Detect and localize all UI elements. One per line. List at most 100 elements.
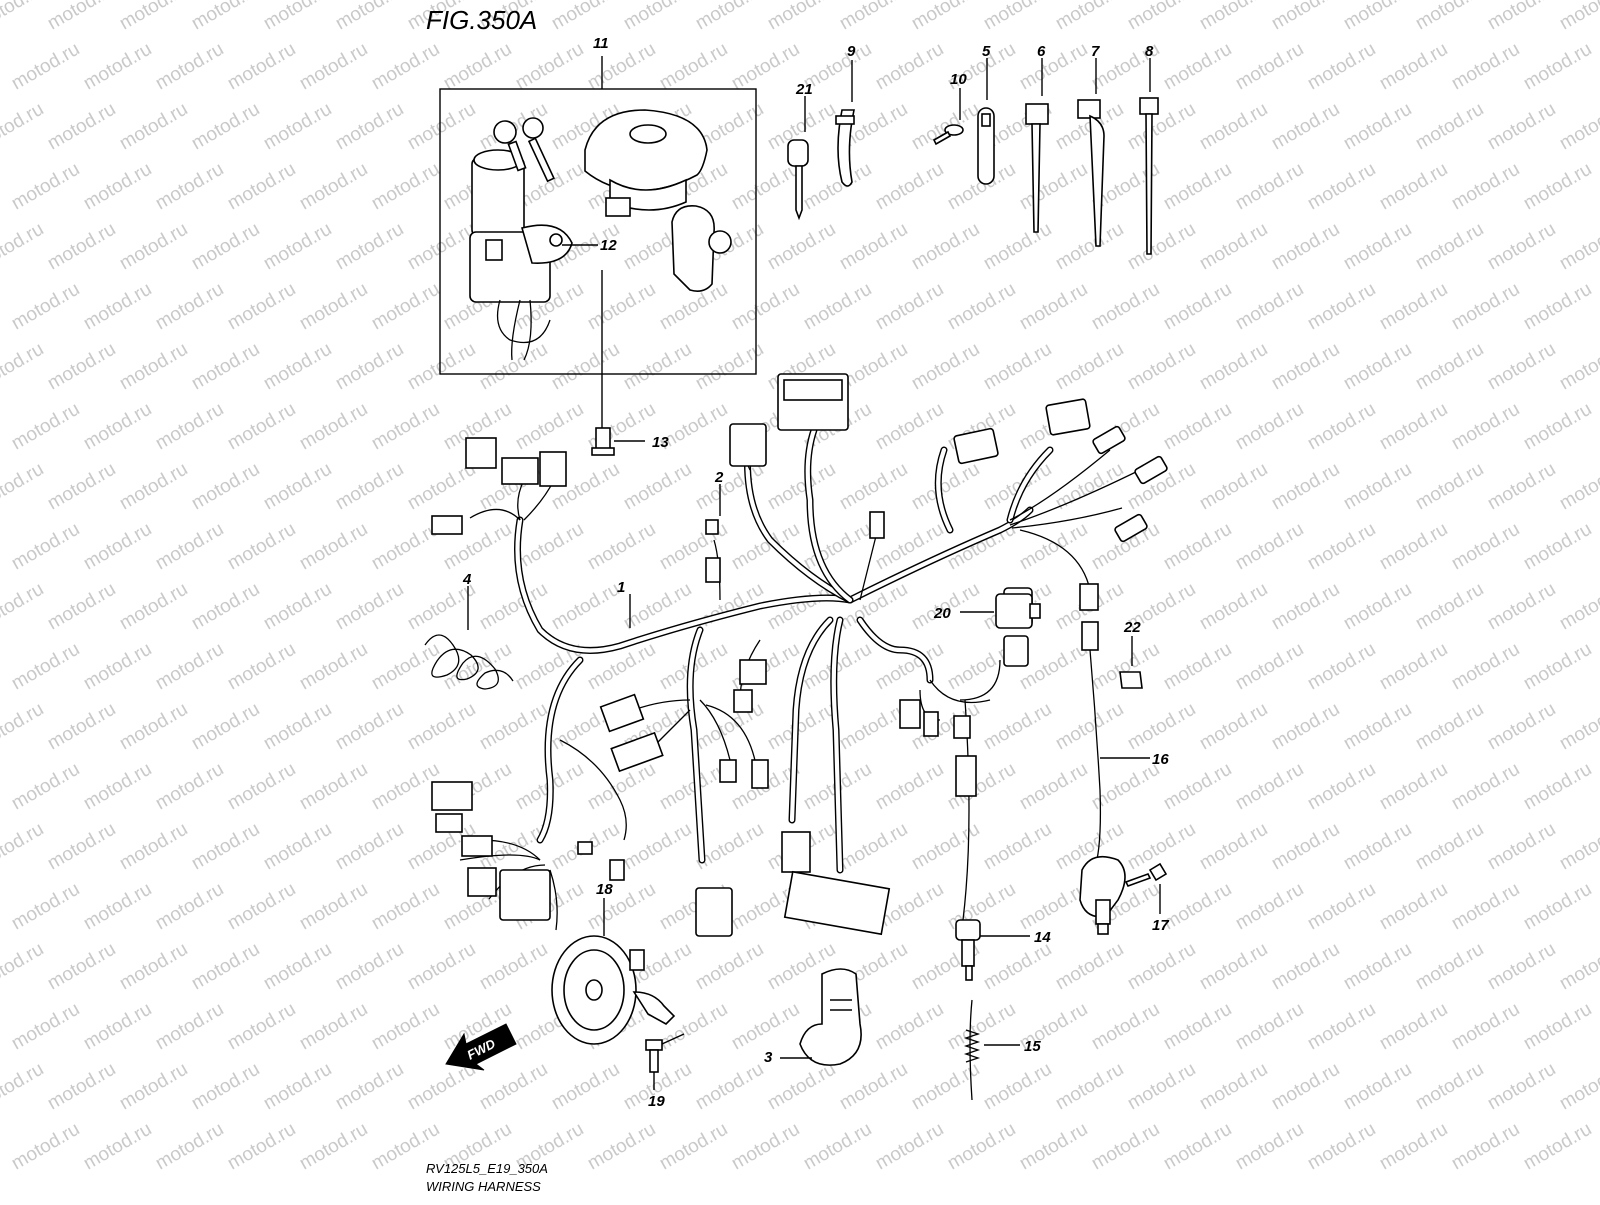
watermark-text: motod.ru: [1124, 99, 1199, 155]
callout-4: 4: [462, 571, 472, 588]
watermark-text: motod.ru: [620, 459, 695, 515]
watermark-text: motod.ru: [368, 159, 443, 215]
watermark-text: motod.ru: [1412, 219, 1487, 275]
watermark-text: motod.ru: [368, 399, 443, 455]
watermark-text: motod.ru: [152, 879, 227, 935]
watermark-text: motod.ru: [584, 279, 659, 335]
watermark-text: motod.ru: [296, 159, 371, 215]
watermark-text: motod.ru: [764, 1059, 839, 1115]
watermark-text: motod.ru: [152, 1119, 227, 1175]
watermark-text: motod.ru: [1520, 1119, 1595, 1175]
watermark-text: motod.ru: [1160, 639, 1235, 695]
watermark-text: motod.ru: [692, 0, 767, 34]
callout-6: 6: [1037, 43, 1046, 60]
watermark-text: motod.ru: [836, 819, 911, 875]
horn-18-drawing: [551, 935, 676, 1045]
watermark-text: motod.ru: [188, 699, 263, 755]
watermark-text: motod.ru: [548, 1059, 623, 1115]
watermark-text: motod.ru: [872, 999, 947, 1055]
watermark-text: motod.ru: [1376, 639, 1451, 695]
watermark-text: motod.ru: [1160, 1119, 1235, 1175]
watermark-text: motod.ru: [116, 339, 191, 395]
watermark-text: motod.ru: [1232, 279, 1307, 335]
watermark-text: motod.ru: [1052, 699, 1127, 755]
watermark-text: motod.ru: [1520, 39, 1595, 95]
watermark-text: motod.ru: [1124, 939, 1199, 995]
watermark-text: motod.ru: [80, 39, 155, 95]
watermark-text: motod.ru: [1340, 699, 1415, 755]
watermark-text: motod.ru: [1340, 0, 1415, 34]
watermark-text: motod.ru: [512, 399, 587, 455]
watermark-text: motod.ru: [1412, 1059, 1487, 1115]
watermark-text: motod.ru: [1484, 579, 1559, 635]
watermark-text: motod.ru: [728, 39, 803, 95]
key-21-drawing: [787, 139, 809, 221]
watermark-text: motod.ru: [296, 399, 371, 455]
watermark-text: motod.ru: [8, 1119, 83, 1175]
watermark-text: motod.ru: [1448, 159, 1523, 215]
watermark-text: motod.ru: [1088, 999, 1163, 1055]
watermark-text: motod.ru: [224, 519, 299, 575]
harness-drawing: [459, 426, 1151, 931]
watermark-text: motod.ru: [152, 159, 227, 215]
figure-title: FIG.350A: [426, 5, 537, 35]
watermark-text: motod.ru: [764, 0, 839, 34]
watermark-text: motod.ru: [116, 219, 191, 275]
watermark-text: motod.ru: [0, 699, 47, 755]
watermark-text: motod.ru: [1304, 279, 1379, 335]
watermark-text: motod.ru: [1448, 279, 1523, 335]
watermark-text: motod.ru: [872, 1119, 947, 1175]
connectors-drawing: [431, 373, 1168, 937]
watermark-text: motod.ru: [44, 459, 119, 515]
watermark-text: motod.ru: [404, 99, 479, 155]
watermark-text: motod.ru: [332, 819, 407, 875]
watermark-text: motod.ru: [908, 819, 983, 875]
watermark-text: motod.ru: [1160, 999, 1235, 1055]
watermark-text: motod.ru: [908, 459, 983, 515]
watermark-text: motod.ru: [404, 219, 479, 275]
relay-20-drawing: [995, 593, 1041, 629]
watermark-text: motod.ru: [980, 219, 1055, 275]
watermark-text: motod.ru: [1484, 939, 1559, 995]
clamp-6-drawing: [1025, 103, 1049, 233]
watermark-text: motod.ru: [1376, 999, 1451, 1055]
watermark-text: motod.ru: [1124, 339, 1199, 395]
watermark-text: motod.ru: [1196, 219, 1271, 275]
watermark-text: motod.ru: [152, 999, 227, 1055]
watermark-text: motod.ru: [116, 939, 191, 995]
watermark-text: motod.ru: [1124, 0, 1199, 34]
watermark-text: motod.ru: [44, 819, 119, 875]
watermark-text: motod.ru: [1448, 399, 1523, 455]
watermark-text: motod.ru: [8, 879, 83, 935]
watermark-text: motod.ru: [1484, 819, 1559, 875]
watermark-text: motod.ru: [1520, 879, 1595, 935]
callout-16: 16: [1152, 751, 1169, 768]
watermark-text: motod.ru: [1268, 339, 1343, 395]
watermark-text: motod.ru: [944, 999, 1019, 1055]
watermark-text: motod.ru: [1412, 99, 1487, 155]
watermark-text: motod.ru: [1196, 0, 1271, 34]
watermark-text: motod.ru: [872, 279, 947, 335]
watermark-text: motod.ru: [1052, 1059, 1127, 1115]
watermark-text: motod.ru: [1016, 759, 1091, 815]
watermark-text: motod.ru: [800, 279, 875, 335]
watermark-text: motod.ru: [1448, 759, 1523, 815]
watermark-text: motod.ru: [728, 279, 803, 335]
watermark-text: motod.ru: [368, 279, 443, 335]
watermark-text: motod.ru: [296, 759, 371, 815]
side-stand-switch-16-drawing: [1079, 855, 1126, 935]
watermark-text: motod.ru: [1412, 819, 1487, 875]
watermark-text: motod.ru: [1232, 519, 1307, 575]
watermark-text: motod.ru: [476, 339, 551, 395]
callout-12: 12: [600, 237, 617, 254]
watermark-text: motod.ru: [1376, 759, 1451, 815]
watermark-text: motod.ru: [1160, 879, 1235, 935]
watermark-text: motod.ru: [1304, 1119, 1379, 1175]
watermark-text: motod.ru: [1484, 0, 1559, 34]
watermark-text: motod.ru: [296, 879, 371, 935]
watermark-text: motod.ru: [1232, 1119, 1307, 1175]
watermark-text: motod.ru: [764, 219, 839, 275]
watermark-text: motod.ru: [1124, 1059, 1199, 1115]
watermark-text: motod.ru: [1412, 699, 1487, 755]
watermark-text: motod.ru: [116, 579, 191, 635]
